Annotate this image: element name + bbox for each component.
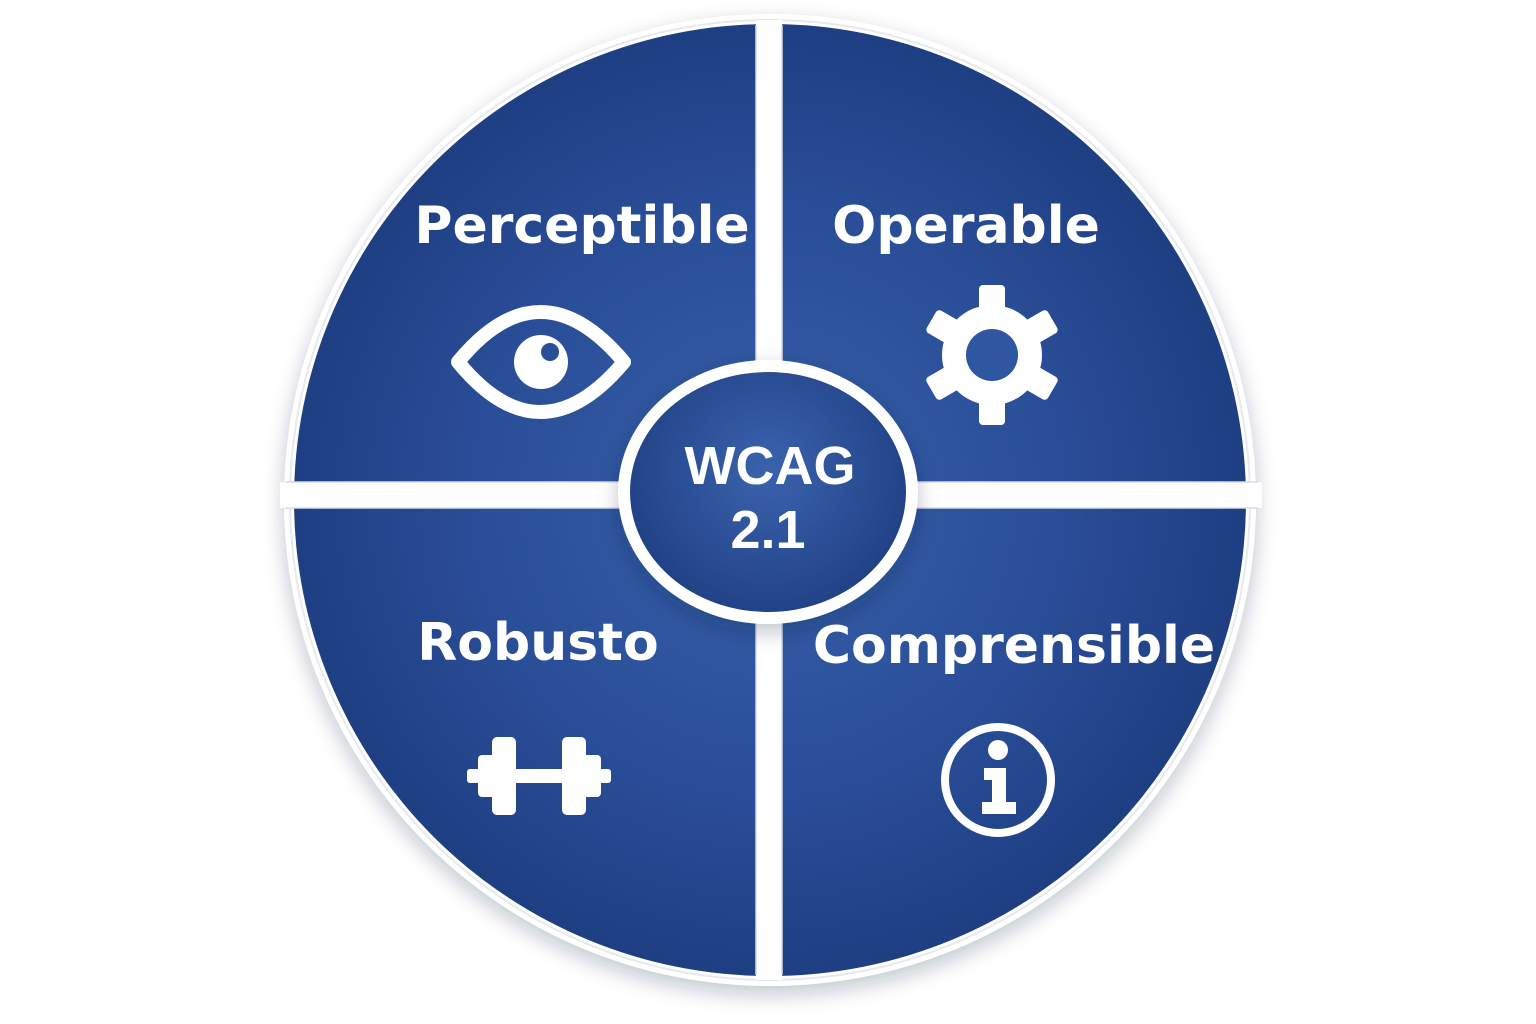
eye-icon <box>451 305 631 419</box>
quadrant-label-comprensible: Comprensible <box>813 616 1215 676</box>
quadrant-label-robusto: Robusto <box>417 613 659 673</box>
dumbbell-icon <box>467 737 611 815</box>
gear-icon <box>926 285 1058 425</box>
info-icon <box>941 723 1055 837</box>
center-badge <box>630 372 906 612</box>
quadrant-label-perceptible: Perceptible <box>414 196 749 256</box>
center-title: WCAG <box>685 436 856 496</box>
center-version: 2.1 <box>730 500 805 560</box>
quadrant-label-operable: Operable <box>832 196 1100 256</box>
